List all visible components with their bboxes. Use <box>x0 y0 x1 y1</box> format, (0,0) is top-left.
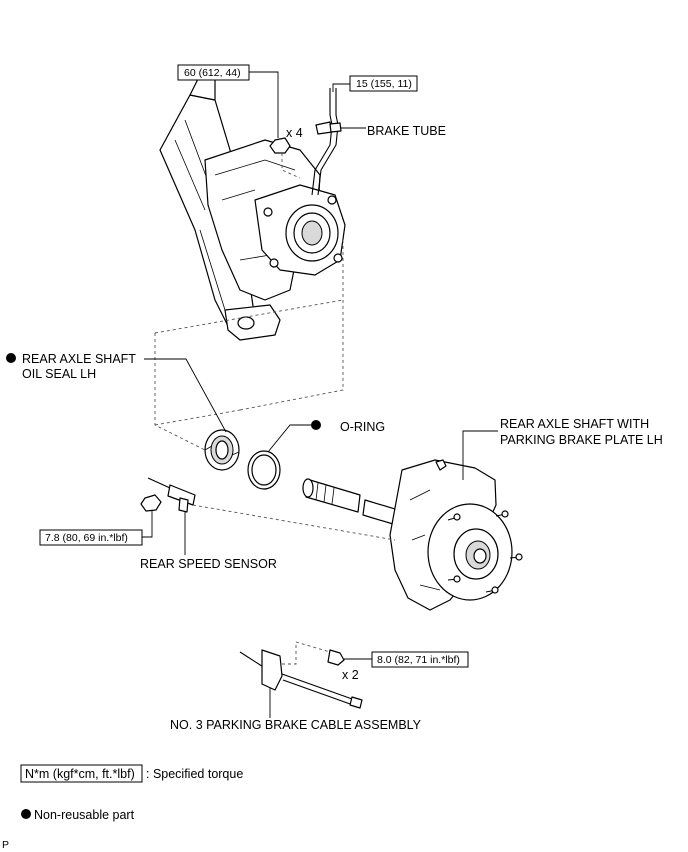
torque-callout-speed-sensor: 7.8 (80, 69 in.*lbf) <box>39 511 153 546</box>
torque-callout-brake-tube: 15 (155, 11) <box>332 75 418 92</box>
non-reusable-mark-o-ring <box>311 420 321 430</box>
brake-tube-label: BRAKE TUBE <box>367 124 446 138</box>
torque-value-hub-nut: 60 (612, 44) <box>184 67 241 79</box>
torque-value-brake-tube: 15 (155, 11) <box>356 78 412 90</box>
label-axle-shaft: REAR AXLE SHAFT WITH PARKING BRAKE PLATE… <box>462 417 663 480</box>
label-oil-seal: REAR AXLE SHAFT OIL SEAL LH <box>6 352 227 433</box>
speed-sensor-illustration <box>140 477 396 541</box>
non-reusable-mark-oil-seal <box>6 353 16 363</box>
label-speed-sensor: REAR SPEED SENSOR <box>140 512 277 571</box>
o-ring-illustration <box>247 450 281 490</box>
speed-sensor-label: REAR SPEED SENSOR <box>140 557 277 571</box>
axle-shaft-label-line2: PARKING BRAKE PLATE LH <box>500 433 663 447</box>
parking-cable-illustration <box>239 641 363 709</box>
torque-value-cable-bolt: 8.0 (82, 71 in.*lbf) <box>377 654 460 666</box>
axle-shaft-label-line1: REAR AXLE SHAFT WITH <box>500 417 649 431</box>
legend-non-reusable-text: Non-reusable part <box>34 808 135 822</box>
quantity-hub-nut: x 4 <box>286 126 303 140</box>
legend-unit-text: N*m (kgf*cm, ft.*lbf) <box>25 767 135 781</box>
axle-shaft-illustration <box>302 459 523 611</box>
legend-unit-box <box>20 764 143 783</box>
assembly-guide-outline <box>154 299 344 456</box>
o-ring-label: O-RING <box>340 420 385 434</box>
quantity-cable-bolt: x 2 <box>342 668 359 682</box>
torque-callout-hub-nut: 60 (612, 44) x 4 <box>177 64 303 140</box>
oil-seal-label-line1: REAR AXLE SHAFT <box>22 352 136 366</box>
footer-mark: P <box>2 839 9 851</box>
brake-tube-illustration <box>311 88 342 196</box>
rear-axle-housing-illustration <box>159 74 346 341</box>
parking-cable-label: NO. 3 PARKING BRAKE CABLE ASSEMBLY <box>170 718 422 732</box>
torque-callout-cable-bolt: 8.0 (82, 71 in.*lbf) x 2 <box>342 651 469 682</box>
label-brake-tube: BRAKE TUBE <box>341 124 446 138</box>
legend-non-reusable-mark <box>21 809 31 819</box>
label-parking-cable: NO. 3 PARKING BRAKE CABLE ASSEMBLY <box>170 688 422 732</box>
legend: N*m (kgf*cm, ft.*lbf) : Specified torque… <box>20 764 243 822</box>
label-o-ring: O-RING <box>267 420 385 453</box>
torque-value-speed-sensor: 7.8 (80, 69 in.*lbf) <box>45 532 128 544</box>
oil-seal-label-line2: OIL SEAL LH <box>22 367 96 381</box>
oil-seal-illustration <box>204 429 240 471</box>
legend-unit-description: : Specified torque <box>146 767 243 781</box>
